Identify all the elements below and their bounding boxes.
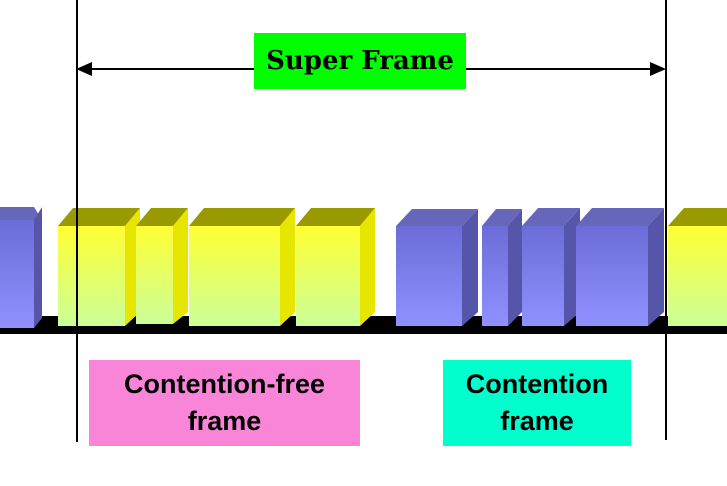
super-frame-end-line	[665, 0, 667, 440]
yellow-block	[136, 208, 188, 324]
arrow-right-icon	[650, 62, 666, 76]
yellow-block	[189, 208, 295, 326]
arrow-left-icon	[76, 62, 92, 76]
blue-block	[522, 208, 580, 326]
yellow-block	[296, 208, 375, 326]
blue-block	[396, 209, 478, 326]
contention-free-line2: frame	[187, 406, 262, 436]
contention-frame-label: Contention frame	[443, 360, 631, 446]
yellow-block	[668, 208, 727, 326]
contention-free-line1: Contention-free	[124, 369, 325, 399]
yellow-block	[58, 208, 140, 326]
contention-line1: Contention	[465, 369, 609, 399]
super-frame-label: Super Frame	[254, 33, 466, 89]
blue-block	[482, 209, 522, 326]
blue-block	[0, 207, 42, 328]
super-frame-start-line	[76, 0, 78, 442]
blue-block	[576, 208, 664, 326]
contention-free-frame-label: Contention-free frame	[89, 360, 360, 446]
contention-line2: frame	[500, 406, 574, 436]
